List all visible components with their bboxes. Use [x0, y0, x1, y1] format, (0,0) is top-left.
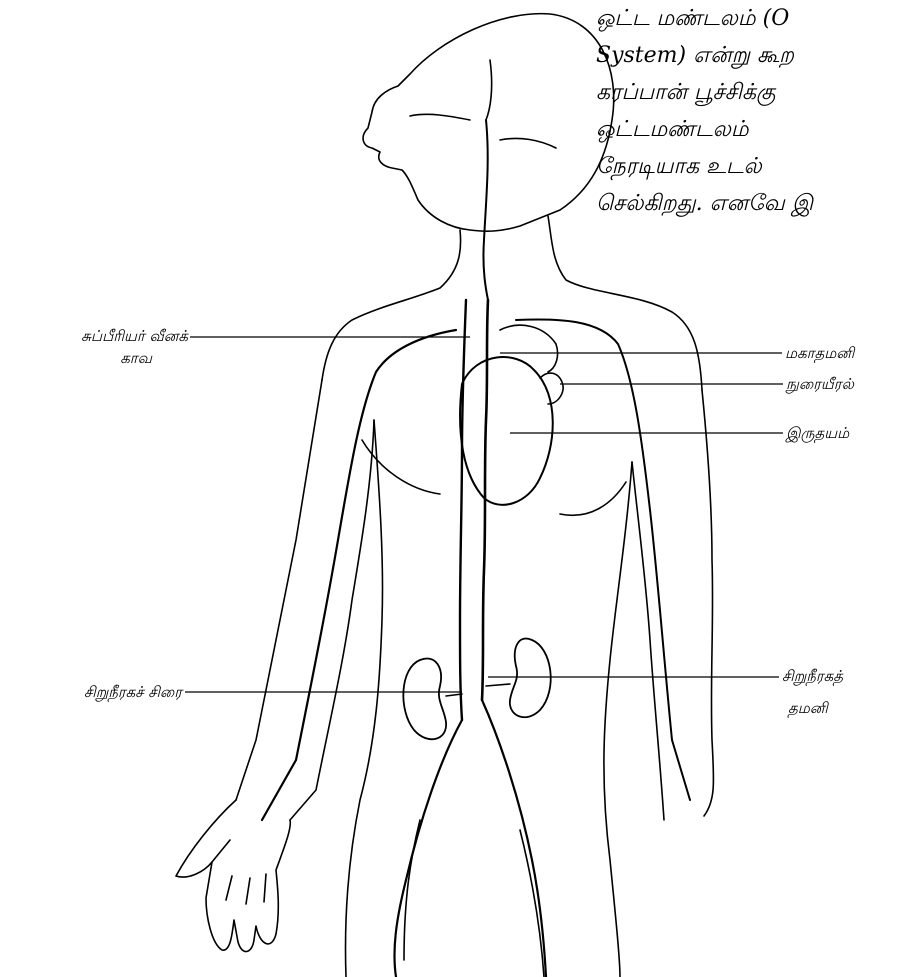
label-renal-vein: சிறுநீரகச் சிரை [0, 683, 182, 701]
label-line: சிறுநீரகத் [782, 667, 843, 685]
label-aorta: மகாதமனி [785, 344, 854, 362]
label-renal-artery: சிறுநீரகத் தமனி [782, 667, 843, 717]
label-line: தமனி [782, 699, 843, 717]
label-lung: நுரையீரல் [786, 375, 854, 393]
label-line: சுப்பீரியர் வீனக் [0, 327, 188, 345]
label-superior-vena-cava: சுப்பீரியர் வீனக் காவ [0, 327, 188, 367]
label-line: காவ [0, 349, 188, 367]
label-heart: இருதயம் [786, 424, 849, 442]
